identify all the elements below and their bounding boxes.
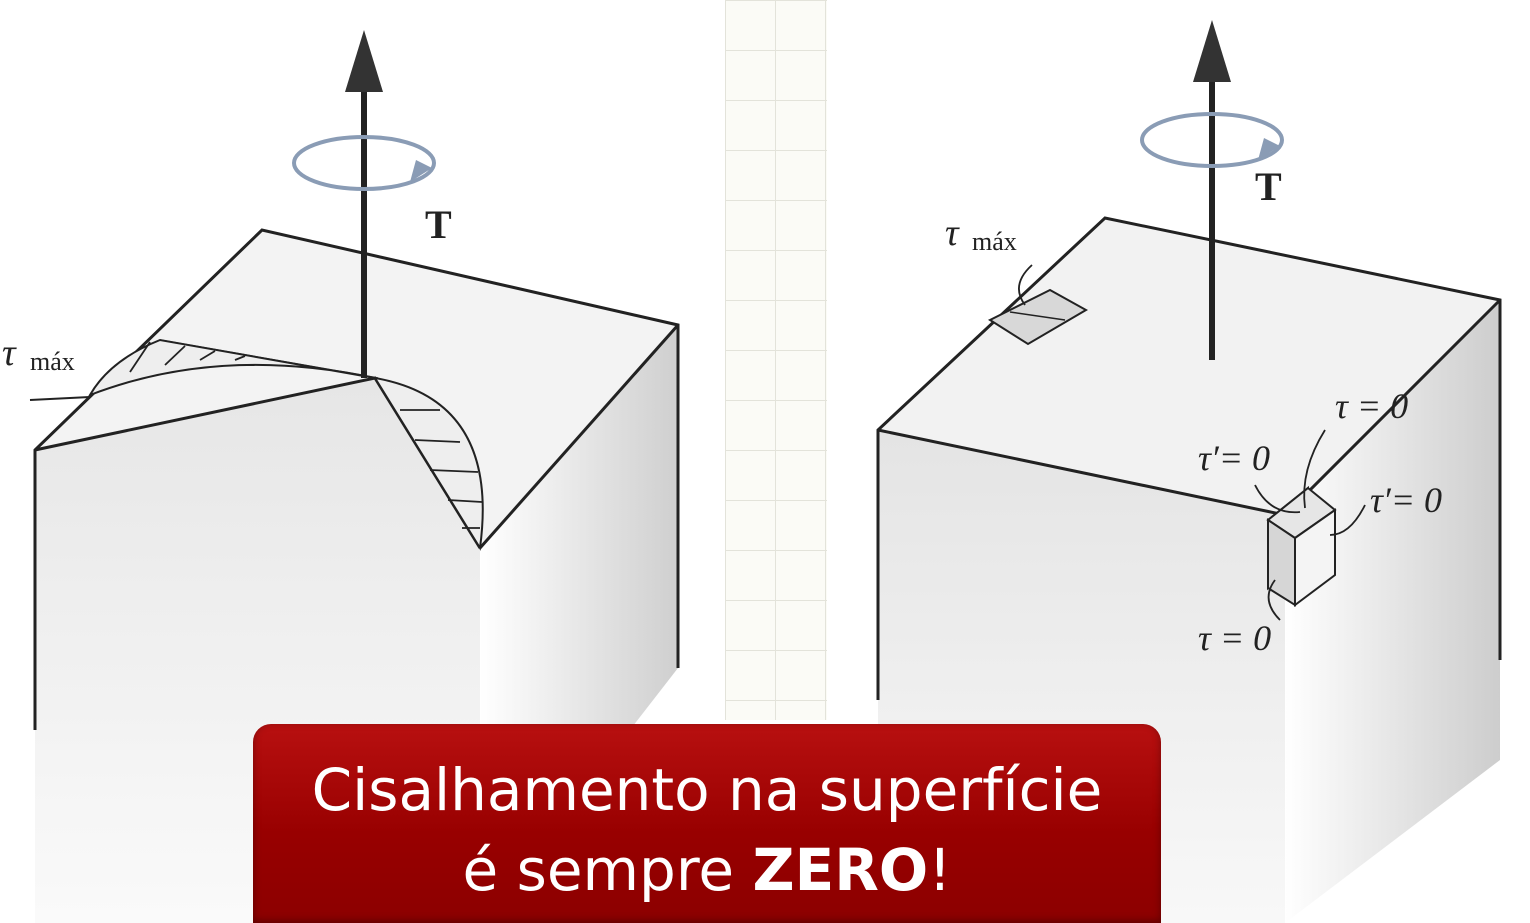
banner-line-1: Cisalhamento na superfície	[311, 756, 1103, 824]
right-surface-element	[987, 288, 1089, 346]
right-tau-prime-left-label: τ′= 0	[1198, 438, 1270, 478]
left-shear-distribution-front	[87, 338, 376, 397]
background-grid	[725, 0, 827, 720]
banner-line-2: é sempre ZERO!	[253, 830, 1161, 910]
right-tau-max-symbol: τ	[945, 212, 960, 254]
left-shear-hatch-side	[400, 409, 483, 529]
left-rotation-arrow-icon	[292, 135, 436, 191]
right-tau-prime-right-label: τ′= 0	[1370, 480, 1442, 520]
left-shear-hatch-front	[129, 341, 246, 373]
banner-line-2-suffix: !	[928, 836, 952, 904]
banner-line-2-prefix: é sempre	[462, 836, 753, 904]
right-rotation-arrow-icon	[1140, 112, 1284, 168]
left-axis-arrowhead-icon	[345, 30, 383, 92]
left-tau-max-symbol: τ	[2, 332, 17, 374]
left-cube-top-face	[35, 230, 678, 548]
right-axis-arrowhead-icon	[1193, 20, 1231, 82]
right-cube-side-face	[1285, 300, 1500, 923]
right-tau-bottom-label: τ = 0	[1198, 618, 1271, 658]
left-shear-distribution-side	[372, 376, 484, 551]
right-tau-top-label: τ = 0	[1335, 386, 1408, 426]
right-cube-top-face	[878, 218, 1500, 515]
right-torque-label: T	[1255, 164, 1282, 209]
callout-banner: Cisalhamento na superfície é sempre ZERO…	[253, 724, 1161, 923]
left-torque-label: T	[425, 202, 452, 247]
banner-zero-emphasis: ZERO	[752, 836, 929, 904]
right-tau-max-subscript: máx	[972, 227, 1017, 256]
left-tau-max-subscript: máx	[30, 347, 75, 376]
